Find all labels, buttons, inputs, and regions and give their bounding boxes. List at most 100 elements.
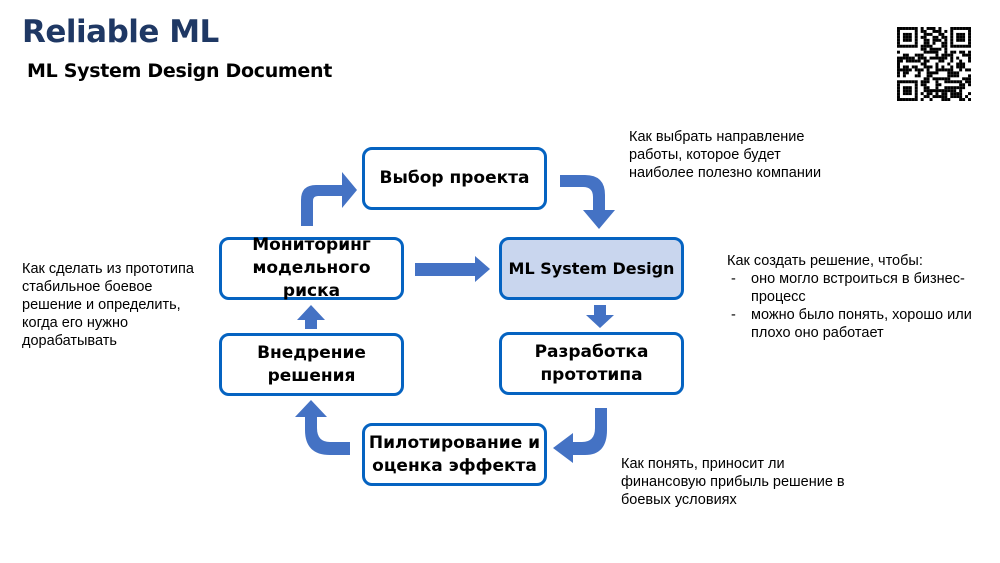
arrow-project-to-mlsd [560, 175, 615, 229]
qr-module [914, 89, 918, 93]
qr-module [932, 35, 936, 39]
qr-module [923, 62, 927, 66]
qr-module [965, 68, 969, 72]
qr-module [923, 89, 927, 93]
qr-module [899, 98, 903, 101]
qr-module [929, 27, 933, 30]
qr-module [968, 92, 971, 96]
qr-module [908, 56, 912, 60]
qr-module [959, 92, 963, 96]
qr-module [905, 59, 909, 63]
qr-module [941, 44, 945, 48]
qr-module [968, 68, 971, 72]
qr-module [953, 95, 957, 99]
qr-module [950, 35, 954, 39]
qr-module [968, 59, 971, 63]
note-project-choice: Как выбрать направление работы, которое … [629, 129, 822, 181]
qr-module [926, 74, 930, 78]
qr-module [897, 83, 900, 87]
note-mlsd-intro: Как создать решение, чтобы: [727, 253, 923, 269]
qr-module [944, 89, 948, 93]
qr-module [962, 32, 966, 36]
qr-module [902, 56, 906, 60]
box-monitoring: Мониторинг модельного риска [219, 235, 404, 301]
qr-module [923, 50, 927, 54]
qr-module [908, 89, 912, 93]
qr-module [935, 92, 939, 96]
qr-module [902, 86, 906, 90]
qr-module [911, 65, 915, 69]
qr-module [968, 77, 971, 81]
qr-module [920, 98, 924, 101]
qr-module [905, 27, 909, 30]
qr-module [923, 77, 927, 81]
qr-module [905, 68, 909, 72]
qr-module [941, 59, 945, 63]
qr-module [911, 56, 915, 60]
qr-module [897, 74, 900, 78]
qr-module [902, 68, 906, 72]
qr-module [941, 65, 945, 69]
qr-module [950, 80, 954, 84]
qr-module [935, 80, 939, 84]
qr-module [917, 71, 921, 75]
qr-module [905, 32, 909, 36]
qr-module [956, 74, 960, 78]
qr-module [950, 41, 954, 45]
qr-module [941, 95, 945, 99]
qr-module [968, 98, 971, 101]
qr-module [914, 29, 918, 33]
qr-module [950, 56, 954, 60]
qr-module [920, 68, 924, 72]
qr-module [932, 89, 936, 93]
qr-module [923, 38, 927, 42]
qr-module [926, 41, 930, 45]
qr-module [950, 27, 954, 30]
qr-module [959, 89, 963, 93]
qr-module [944, 53, 948, 57]
qr-module [959, 44, 963, 48]
qr-module [956, 44, 960, 48]
qr-module [929, 65, 933, 69]
qr-module [929, 50, 933, 54]
qr-module [897, 29, 900, 33]
qr-module [897, 62, 900, 66]
qr-module [956, 27, 960, 30]
qr-module [947, 80, 951, 84]
qr-module [926, 71, 930, 75]
qr-module [944, 38, 948, 42]
qr-module [917, 59, 921, 63]
qr-module [905, 35, 909, 39]
qr-module [947, 62, 951, 66]
qr-module [944, 29, 948, 33]
qr-module [959, 80, 963, 84]
box-ml-system-design: ML System Design [499, 237, 684, 300]
qr-module [920, 29, 924, 33]
qr-module [938, 89, 942, 93]
qr-module [956, 62, 960, 66]
qr-module [956, 71, 960, 75]
qr-module [938, 47, 942, 51]
qr-module [935, 89, 939, 93]
qr-module [914, 95, 918, 99]
qr-module [905, 86, 909, 90]
qr-module [941, 56, 945, 60]
qr-module [941, 89, 945, 93]
qr-module [923, 44, 927, 48]
qr-module [926, 89, 930, 93]
box-prototype: Разработка прототипа [499, 332, 684, 395]
note-mlsd-item: можно было понять, хорошо или плохо оно … [731, 306, 972, 342]
qr-module [950, 32, 954, 36]
qr-module [908, 80, 912, 84]
qr-module [965, 77, 969, 81]
box-pilot: Пилотирование и оценка эффекта [362, 423, 547, 486]
qr-module [959, 62, 963, 66]
qr-module [950, 59, 954, 63]
qr-module [944, 98, 948, 101]
qr-code-icon [897, 27, 971, 101]
qr-module [899, 44, 903, 48]
slide-title: Reliable ML [22, 14, 219, 50]
qr-module [941, 41, 945, 45]
qr-module [897, 32, 900, 36]
